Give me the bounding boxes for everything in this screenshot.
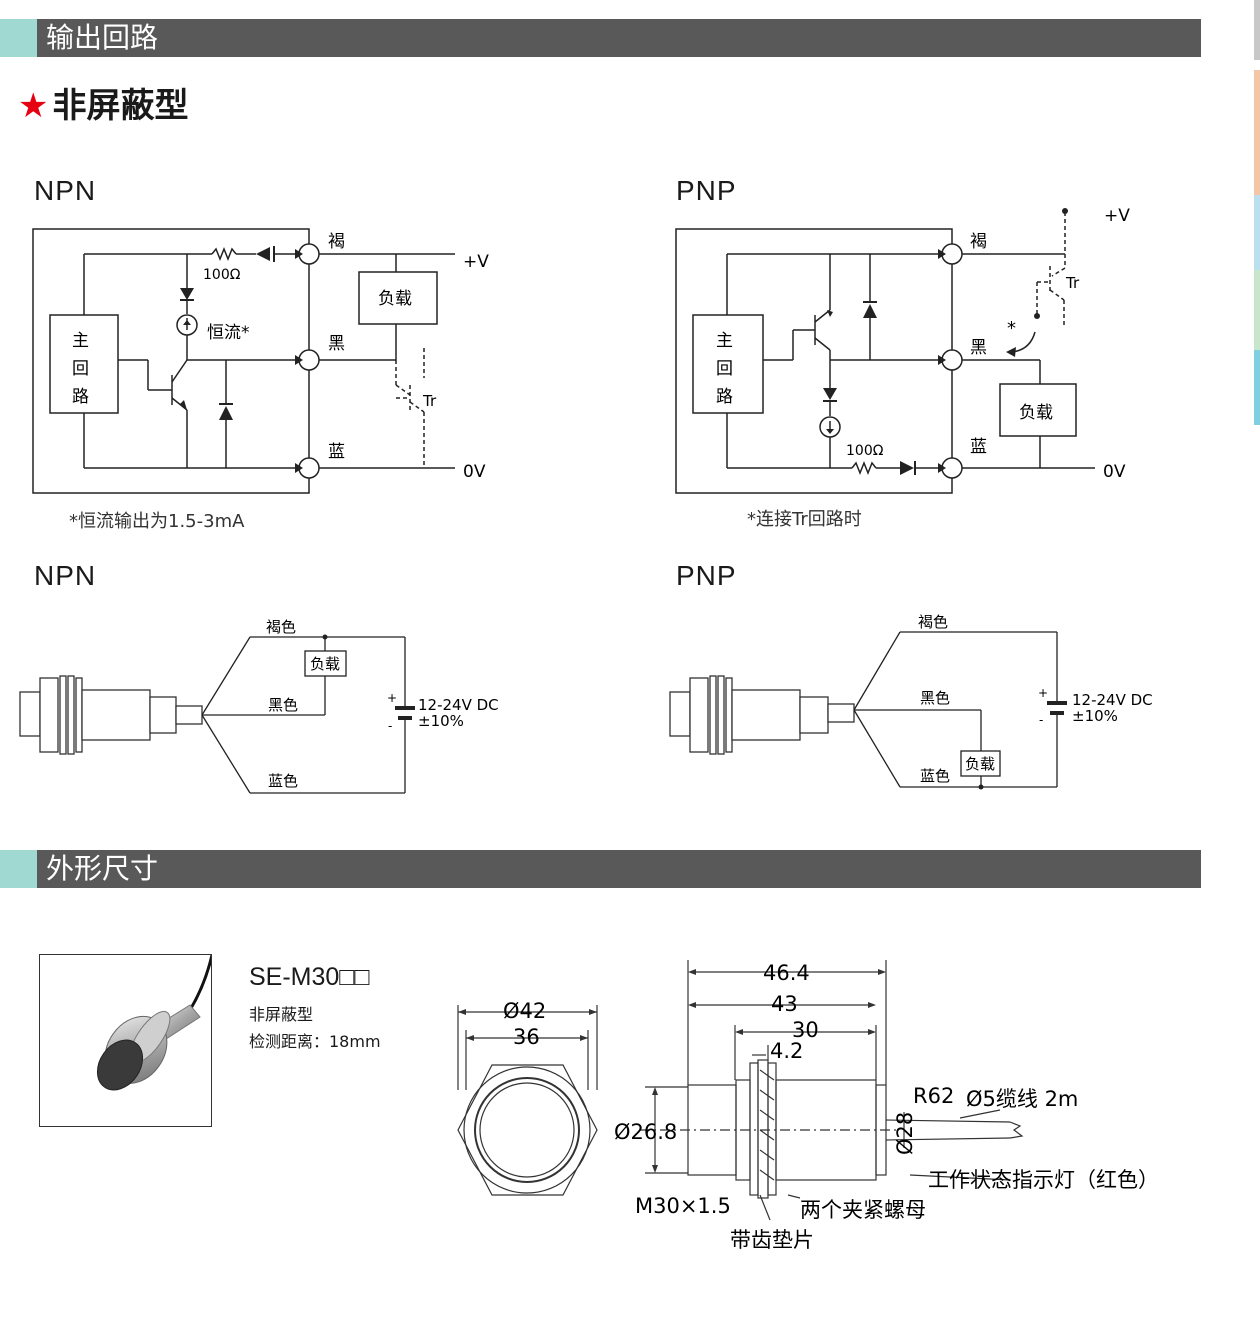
pnp-blue-label: 蓝 [970,437,987,457]
dim-thread: M30×1.5 [635,1194,731,1218]
pnp-tr-label: Tr [1065,274,1080,292]
product-distance: 检测距离：18mm [249,1032,381,1051]
edge-strip-orange [1254,70,1260,195]
npn-const-current-label: 恒流* [207,323,250,343]
npn-wiring-blue: 蓝色 [268,772,298,790]
dim-d28: Ø28 [893,1112,917,1155]
section-title: 输出回路 [46,21,159,54]
product-type: 非屏蔽型 [249,1005,314,1024]
pnp-wiring-brown: 褐色 [918,613,948,631]
pnp-wiring-black: 黑色 [920,689,950,707]
npn-wiring-plus: + [387,691,397,705]
pnp-main-2: 回 [716,359,733,379]
npn-circuit-diagram: 100Ω 恒流* 主 回 路 褐 黑 蓝 +V 0V 负载 Tr [32,228,489,494]
edge-strip-green [1254,270,1260,350]
npn-wiring-load: 负载 [310,655,340,673]
sensor-illustration [96,954,214,1091]
pnp-black-label: 黑 [970,338,987,358]
pnp-circuit-note: *连接Tr回路时 [747,509,862,530]
npn-zero-label: 0V [463,462,486,482]
edge-strip-gray [1254,0,1260,60]
npn-wiring-diagram: 褐色 黑色 蓝色 负载 + - 12-24V DC ±10% [19,618,499,794]
page-heading: ★非屏蔽型 [18,78,188,127]
dim-42: 4.2 [770,1039,803,1063]
heading-text: 非屏蔽型 [52,86,189,126]
pnp-circuit-diagram: 100Ω 主 回 路 褐 黑 蓝 +V 0V 负载 Tr * [675,206,1130,494]
pnp-resistor-label: 100Ω [846,443,884,459]
npn-main-1: 主 [72,331,89,351]
npn-main-2: 回 [72,359,89,379]
pnp-wiring-minus: - [1039,713,1043,727]
npn-wiring-tolerance: ±10% [418,712,464,730]
section-header-dimensions: 外形尺寸 [0,850,1201,888]
dim-464: 46.4 [763,961,810,985]
pnp-wiring-blue: 蓝色 [920,767,950,785]
dim-indicator: 工作状态指示灯（红色） [928,1168,1159,1192]
dimension-drawing: Ø42 36 46.4 43 30 4.2 Ø26.8 R62 Ø5缆线 2m … [457,960,1159,1252]
npn-vplus-label: +V [463,252,489,272]
dim-43: 43 [771,992,798,1016]
pnp-main-1: 主 [716,331,733,351]
npn-wiring-brown: 褐色 [266,618,296,636]
dim-d42: Ø42 [503,999,546,1023]
pnp-brown-label: 褐 [970,232,987,252]
section-header-output-circuit: 输出回路 [0,19,1201,57]
pnp-wiring-tolerance: ±10% [1072,707,1118,725]
npn-load-label: 负载 [378,289,412,309]
npn-circuit-note: *恒流输出为1.5-3mA [69,511,245,532]
pnp-wiring-load: 负载 [965,755,995,773]
section-accent [0,850,37,888]
pnp-circuit-title: PNP [676,175,737,206]
npn-black-label: 黑 [328,334,345,354]
npn-main-3: 路 [72,387,89,407]
dim-r62: R62 [913,1084,954,1108]
pnp-wiring-diagram: 褐色 黑色 蓝色 负载 + - 12-24V DC ±10% [669,613,1153,790]
pnp-wiring-title: PNP [676,560,737,591]
dim-36: 36 [513,1025,540,1049]
dim-d268: Ø26.8 [614,1120,677,1144]
dim-nuts: 两个夹紧螺母 [800,1198,926,1222]
section-title: 外形尺寸 [46,852,159,885]
pnp-main-3: 路 [716,387,733,407]
product-photo [39,954,214,1127]
pnp-load-label: 负载 [1019,403,1053,423]
dim-washer: 带齿垫片 [730,1228,814,1252]
pnp-vplus-label: +V [1104,206,1130,226]
npn-wiring-title: NPN [34,560,97,591]
npn-tr-label: Tr [422,392,437,410]
npn-blue-label: 蓝 [328,442,345,462]
npn-circuit-title: NPN [34,175,97,206]
pnp-asterisk-label: * [1007,318,1016,339]
edge-strip-blue [1254,195,1260,270]
npn-wiring-black: 黑色 [268,696,298,714]
npn-wiring-minus: - [388,719,392,733]
product-model: SE-M30□□ [249,963,370,991]
section-accent [0,19,37,57]
npn-resistor-label: 100Ω [203,267,241,283]
npn-wiring-voltage: 12-24V DC [418,696,499,714]
npn-brown-label: 褐 [328,232,345,252]
pnp-wiring-plus: + [1038,686,1048,700]
edge-strip-teal [1254,350,1260,425]
dim-cable: Ø5缆线 2m [966,1087,1078,1111]
dim-30: 30 [792,1018,819,1042]
star-icon: ★ [18,86,49,126]
pnp-zero-label: 0V [1103,462,1126,482]
pnp-wiring-voltage: 12-24V DC [1072,691,1153,709]
